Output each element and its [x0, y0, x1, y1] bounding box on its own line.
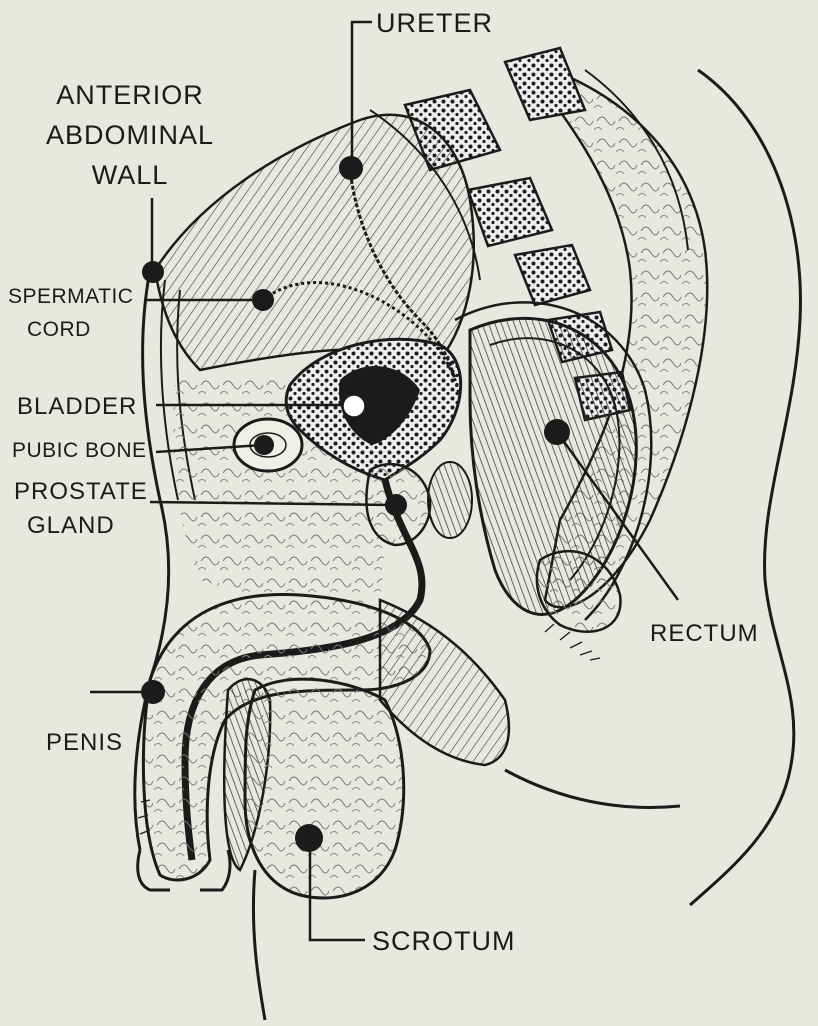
penis-label: PENIS: [46, 731, 123, 755]
pubic-bone-label: PUBIC BONE: [12, 440, 147, 461]
rectum-label: RECTUM: [650, 622, 759, 646]
ureter-marker: [339, 156, 363, 180]
scrotum-label: SCROTUM: [372, 928, 516, 955]
prostate-shape: [366, 462, 472, 545]
scrotum-shape: [245, 679, 404, 898]
bladder-label: BLADDER: [17, 395, 137, 419]
penis-marker: [141, 680, 165, 704]
abdominal-wall-label-line-2: ABDOMINAL: [30, 122, 230, 149]
bladder-marker: [343, 395, 365, 417]
ureter-label: URETER: [376, 10, 493, 37]
prostate-marker: [385, 494, 407, 516]
spermatic-cord-label-line-1: SPERMATIC: [8, 286, 133, 307]
spermatic-cord-marker: [252, 289, 274, 311]
prostate-gland-label-line-2: GLAND: [27, 514, 115, 538]
pubic-bone-marker: [254, 435, 274, 455]
rectum-marker: [544, 419, 570, 445]
prostate-gland-label-line-1: PROSTATE: [14, 480, 148, 504]
spermatic-cord-label-line-2: CORD: [27, 319, 91, 340]
abdominal-wall-marker: [142, 261, 164, 283]
rectum-shape: [455, 302, 651, 631]
abdominal-wall-label-line-3: WALL: [30, 162, 230, 189]
abdominal-wall-label-line-1: ANTERIOR: [30, 82, 230, 109]
scrotum-marker: [295, 824, 323, 852]
